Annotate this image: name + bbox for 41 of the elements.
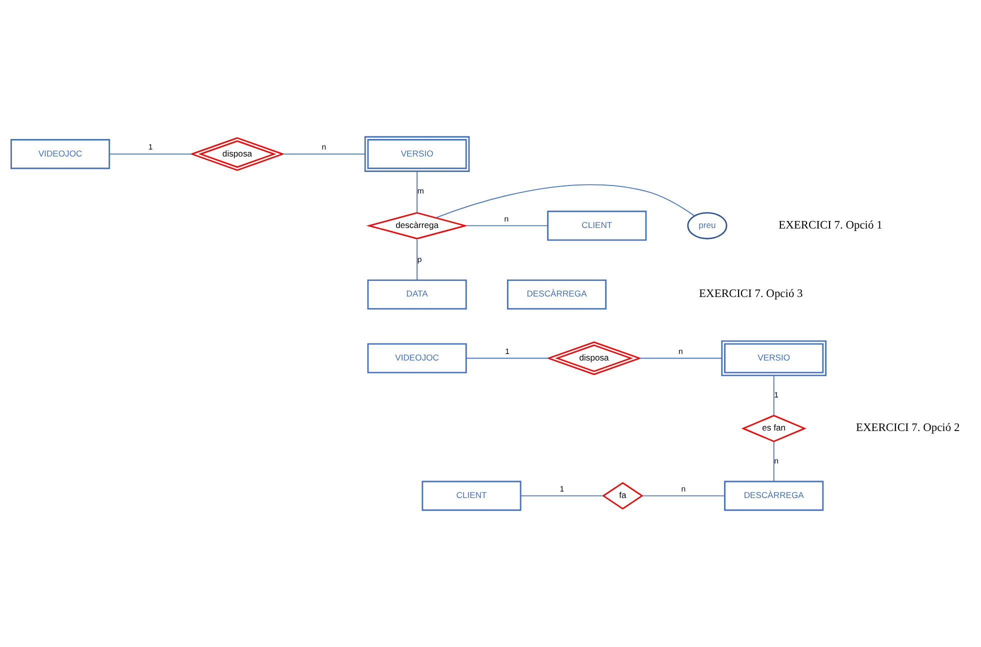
connector <box>416 238 418 281</box>
connector <box>282 154 366 155</box>
connector <box>639 358 722 359</box>
edge-label: n <box>678 346 683 356</box>
edge-label: n <box>681 484 686 494</box>
node-box: VERSIO <box>364 136 470 172</box>
edge-label: 1 <box>505 346 510 356</box>
connector <box>416 170 418 214</box>
node-diamond: disposa <box>190 137 285 171</box>
connector <box>464 225 548 226</box>
node-diamond: disposa <box>546 341 642 376</box>
node-diamond: fa <box>602 482 644 510</box>
connector <box>773 375 774 416</box>
node-diamond: es fan <box>741 414 806 442</box>
edge-label: 1 <box>774 390 779 400</box>
label: EXERCICI 7. Opció 1 <box>778 219 882 232</box>
node-box: CLIENT <box>422 480 522 511</box>
edge-label: n <box>322 142 326 152</box>
node-ellipse: preu <box>687 212 728 240</box>
label: EXERCICI 7. Opció 2 <box>856 422 960 434</box>
connector <box>642 495 726 496</box>
connector <box>773 441 774 482</box>
node-box: CLIENT <box>547 210 647 241</box>
edge-label: m <box>417 186 424 196</box>
connector <box>436 184 695 218</box>
node-box: VIDEOJOC <box>367 343 467 374</box>
connector <box>466 358 549 359</box>
label: EXERCICI 7. Opció 3 <box>699 288 803 300</box>
node-diamond: descàrrega <box>366 212 468 240</box>
node-box: VIDEOJOC <box>10 139 110 170</box>
connector <box>109 154 192 155</box>
node-box: VERSIO <box>721 340 827 376</box>
edge-label: 1 <box>148 142 153 152</box>
edge-label: p <box>417 255 422 264</box>
edge-label: n <box>504 214 509 224</box>
edge-label: n <box>774 456 779 466</box>
node-box: DESCÀRREGA <box>724 480 824 511</box>
edge-label: 1 <box>560 484 564 494</box>
node-box: DATA <box>367 279 467 310</box>
node-box: DESCÀRREGA <box>506 279 607 310</box>
connector <box>520 495 604 496</box>
